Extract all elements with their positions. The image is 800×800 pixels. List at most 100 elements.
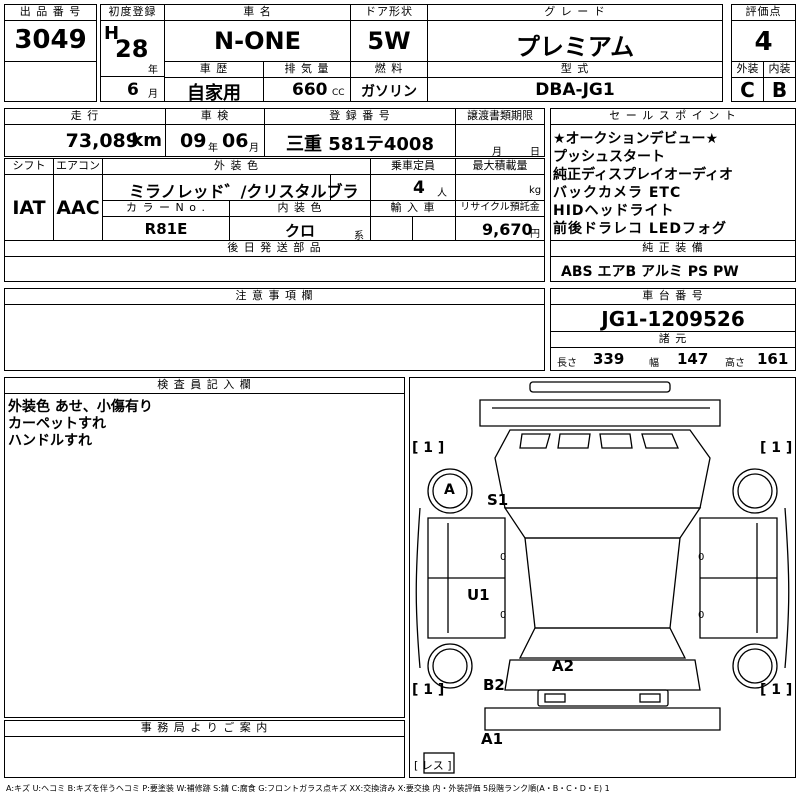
- grade-header: グ レ ー ド: [427, 4, 723, 21]
- sales-cell: ★オークションデビュー★ プッシュスタート 純正ディスプレイオーディオ バックカ…: [550, 124, 796, 241]
- int-color-unit: 系: [354, 231, 364, 242]
- capacity-header: 乗車定員: [370, 158, 456, 175]
- car-name-cell: N-ONE: [164, 20, 351, 62]
- height-label: 高さ: [725, 358, 745, 369]
- genuine-cell: ABS エアB アルミ PS PW: [550, 256, 796, 282]
- transfer-month-unit: 月: [492, 147, 502, 158]
- int-color-header: 内 装 色: [229, 200, 371, 217]
- reg-year: 28: [115, 35, 149, 63]
- import-cell: [370, 216, 413, 241]
- height: 161: [757, 350, 789, 368]
- first-reg-header: 初度登録: [100, 4, 165, 21]
- fuel-cell: ガソリン: [350, 77, 428, 102]
- reg-month: 6: [127, 80, 139, 100]
- interior-cell: B: [763, 77, 796, 102]
- genuine: ABS エアB アルミ PS PW: [561, 264, 739, 280]
- later-parts-cell: [4, 256, 545, 282]
- color-no-cell: R81E: [102, 216, 230, 241]
- ext-color-extra-cell: [330, 174, 371, 201]
- sales-point: バックカメラ ETC: [553, 185, 682, 201]
- exterior-header: 外装: [731, 61, 764, 78]
- lot-blank-cell: [4, 61, 97, 102]
- exterior-cell: C: [731, 77, 764, 102]
- inspection-cell: 09 年 06 月: [165, 124, 265, 157]
- legend: A:キズ U:ヘコミ B:キズを伴うヘコミ P:要塗装 W:補修跡 S:錆 C:…: [6, 784, 610, 793]
- genuine-header: 純 正 装 備: [550, 240, 796, 257]
- sales-header: セ ー ル ス ポ イ ン ト: [550, 108, 796, 125]
- reg-year-unit: 年: [148, 65, 158, 76]
- lot-number-cell: 3049: [4, 20, 97, 62]
- displacement: 660: [292, 80, 328, 100]
- ac: AAC: [56, 197, 100, 219]
- recycle-cell: 9,670 円: [455, 216, 545, 241]
- int-color-cell: クロ 系: [229, 216, 371, 242]
- recycle-header: リサイクル預託金: [455, 200, 545, 217]
- caution-cell: [4, 304, 545, 371]
- mark-u1: U1: [467, 586, 490, 604]
- color-no: R81E: [144, 220, 188, 238]
- inspection-header: 車 検: [165, 108, 265, 125]
- length: 339: [593, 350, 625, 368]
- side-mark: 0: [698, 610, 705, 621]
- tire-rl: [ 1 ]: [412, 682, 445, 698]
- car-name-header: 車 名: [164, 4, 351, 21]
- insp-month: 06: [222, 130, 249, 152]
- displacement-unit: CC: [332, 88, 345, 98]
- tire-fr: [ 1 ]: [760, 440, 793, 456]
- transfer-cell: 月 日: [455, 124, 545, 158]
- chassis-number: JG1-1209526: [601, 307, 745, 331]
- plate: 三重 581テ4008: [286, 134, 434, 155]
- model-cell: DBA-JG1: [427, 77, 723, 102]
- shift: IAT: [12, 197, 46, 219]
- import-header: 輸 入 車: [370, 200, 456, 217]
- mileage-unit: km: [131, 130, 162, 151]
- sales-point: プッシュスタート: [553, 149, 665, 165]
- inspector-cell: 外装色 あせ、小傷有り カーペットすれ ハンドルすれ: [4, 393, 405, 718]
- interior-header: 内装: [763, 61, 796, 78]
- door-cell: 5W: [350, 20, 428, 62]
- mark-b2: B2: [483, 676, 505, 694]
- import-cell-2: [412, 216, 456, 241]
- sales-point: HIDヘッドライト: [553, 203, 675, 219]
- tire-rr: [ 1 ]: [760, 682, 793, 698]
- length-label: 長さ: [557, 358, 577, 369]
- capacity-unit: 人: [437, 188, 447, 199]
- car-outline: [415, 381, 790, 774]
- model-header: 型 式: [427, 61, 723, 78]
- ext-color-header: 外 装 色: [102, 158, 371, 175]
- mark-a2: A2: [552, 657, 575, 675]
- ext-color: ミラノレッド゛/クリスタルブラ: [129, 182, 359, 201]
- mileage: 73,089: [65, 130, 139, 152]
- reg-month-cell: 6 月: [100, 76, 165, 102]
- side-mark: 0: [500, 610, 507, 621]
- plate-cell: 三重 581テ4008: [264, 124, 456, 157]
- capacity: 4: [413, 178, 425, 198]
- chassis-header: 車 台 番 号: [550, 288, 796, 305]
- shift-cell: IAT: [4, 174, 54, 241]
- lot-number: 3049: [14, 25, 87, 55]
- ac-cell: AAC: [53, 174, 103, 241]
- capacity-cell: 4 人: [370, 174, 456, 201]
- mark-a1: A1: [481, 730, 504, 748]
- reg-month-unit: 月: [148, 89, 158, 100]
- history-header: 車 歴: [164, 61, 264, 78]
- width-label: 幅: [649, 358, 659, 369]
- era-letter: H: [104, 23, 120, 44]
- insp-month-unit: 月: [249, 143, 259, 154]
- sales-point: 純正ディスプレイオーディオ: [553, 167, 734, 183]
- plate-header: 登 録 番 号: [264, 108, 456, 125]
- caution-header: 注 意 事 項 欄: [4, 288, 545, 305]
- int-color: クロ: [284, 222, 315, 240]
- history-cell: 自家用: [164, 77, 264, 104]
- history: 自家用: [187, 83, 241, 104]
- spare-label: [ レス ]: [414, 759, 452, 772]
- inspector-header: 検 査 員 記 入 欄: [4, 377, 405, 394]
- insp-year-unit: 年: [208, 143, 218, 154]
- grade: プレミアム: [515, 33, 635, 61]
- inspector-line: ハンドルすれ: [8, 433, 92, 449]
- score-header: 評価点: [731, 4, 796, 21]
- grade-cell: プレミアム: [427, 20, 723, 62]
- sales-point: 前後ドラレコ LEDフォグ: [553, 221, 727, 237]
- insp-year: 09: [180, 130, 207, 152]
- mark-s1: S1: [487, 491, 509, 509]
